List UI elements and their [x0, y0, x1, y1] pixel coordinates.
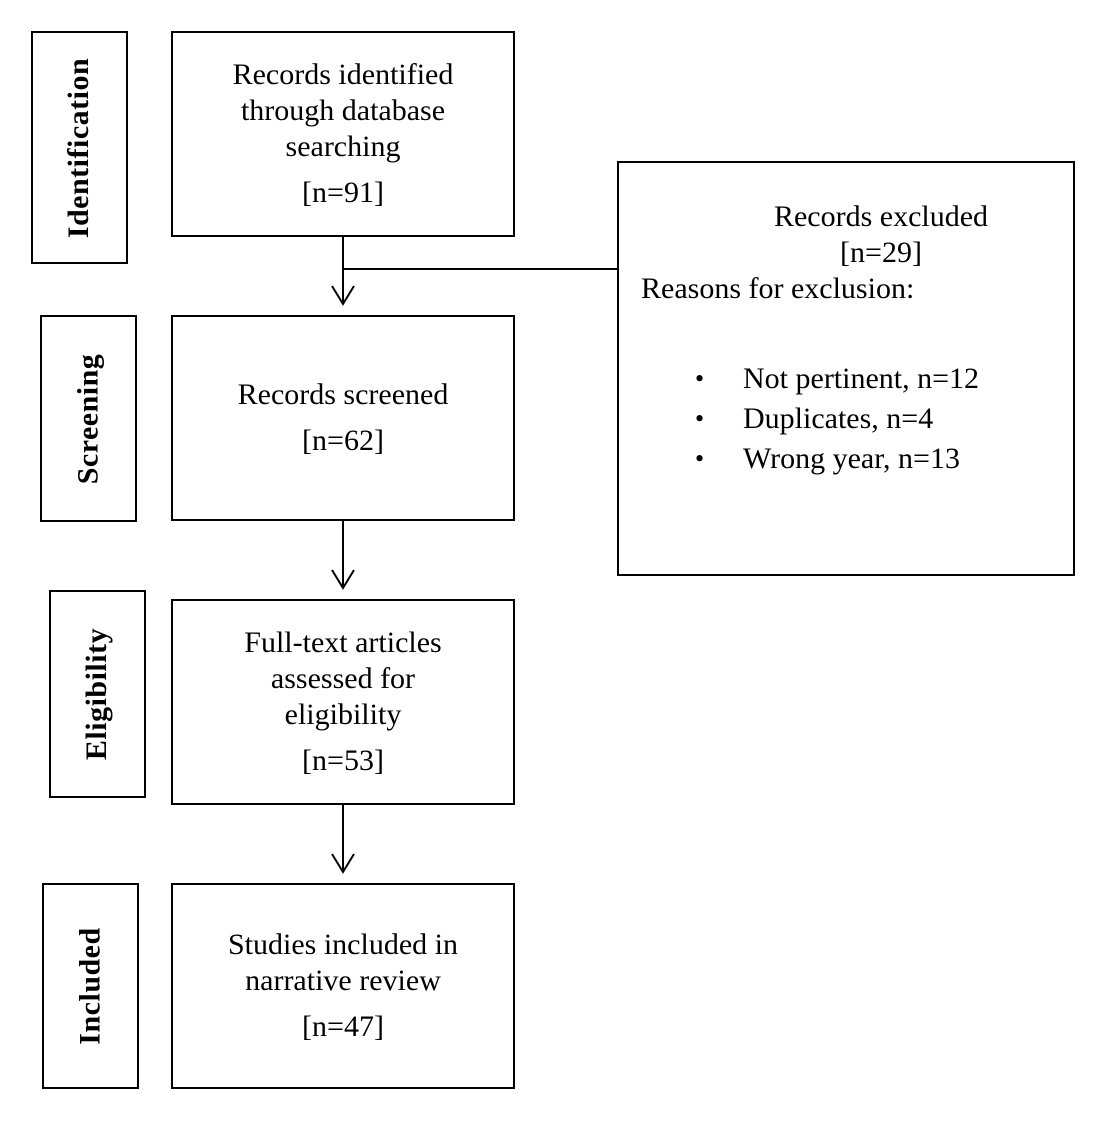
identified-line-3: searching: [285, 130, 401, 163]
arrowhead-icon: [331, 285, 355, 306]
identified-line-1: Records identified: [232, 58, 454, 91]
fulltext-count: [n=53]: [302, 744, 384, 777]
stage-eligibility: Eligibility: [49, 590, 146, 798]
screened-count: [n=62]: [302, 424, 384, 457]
fulltext-line-2: assessed for: [270, 662, 416, 695]
identified-line-2: through database: [240, 94, 446, 127]
screened-line-1: Records screened: [237, 378, 449, 411]
excluded-count: [n=29]: [840, 236, 922, 269]
box-records-screened: Records screened [n=62]: [171, 315, 515, 521]
box-studies-included: Studies included in narrative review [n=…: [171, 883, 515, 1089]
arrowhead-icon: [331, 853, 355, 874]
exclusion-reason-item: • Not pertinent, n=12: [695, 359, 1073, 399]
exclusion-reason-item: • Duplicates, n=4: [695, 399, 1073, 439]
box-records-identified: Records identified through database sear…: [171, 31, 515, 237]
included-count: [n=47]: [302, 1010, 384, 1043]
stage-screening: Screening: [40, 315, 137, 522]
bullet-icon: •: [695, 404, 705, 433]
stage-included: Included: [42, 883, 139, 1089]
exclusion-reasons-label: Reasons for exclusion:: [641, 272, 915, 305]
exclusion-reason-text: Duplicates, n=4: [743, 402, 934, 435]
box-fulltext-assessed: Full-text articles assessed for eligibil…: [171, 599, 515, 805]
arrowhead-icon: [331, 569, 355, 590]
included-line-1: Studies included in: [228, 928, 458, 961]
exclusion-reason-text: Not pertinent, n=12: [743, 362, 980, 395]
identified-count: [n=91]: [302, 176, 384, 209]
fulltext-line-1: Full-text articles: [244, 626, 442, 659]
exclusion-reason-text: Wrong year, n=13: [743, 442, 960, 475]
exclusion-reasons-list: • Not pertinent, n=12 • Duplicates, n=4 …: [619, 359, 1073, 479]
fulltext-line-3: eligibility: [284, 698, 402, 731]
stage-identification: Identification: [31, 31, 128, 264]
bullet-icon: •: [695, 364, 705, 393]
box-records-excluded: Records excluded [n=29] Reasons for excl…: [617, 161, 1075, 576]
excluded-title: Records excluded: [773, 200, 989, 233]
bullet-icon: •: [695, 444, 705, 473]
exclusion-reason-item: • Wrong year, n=13: [695, 439, 1073, 479]
included-line-2: narrative review: [245, 964, 441, 997]
